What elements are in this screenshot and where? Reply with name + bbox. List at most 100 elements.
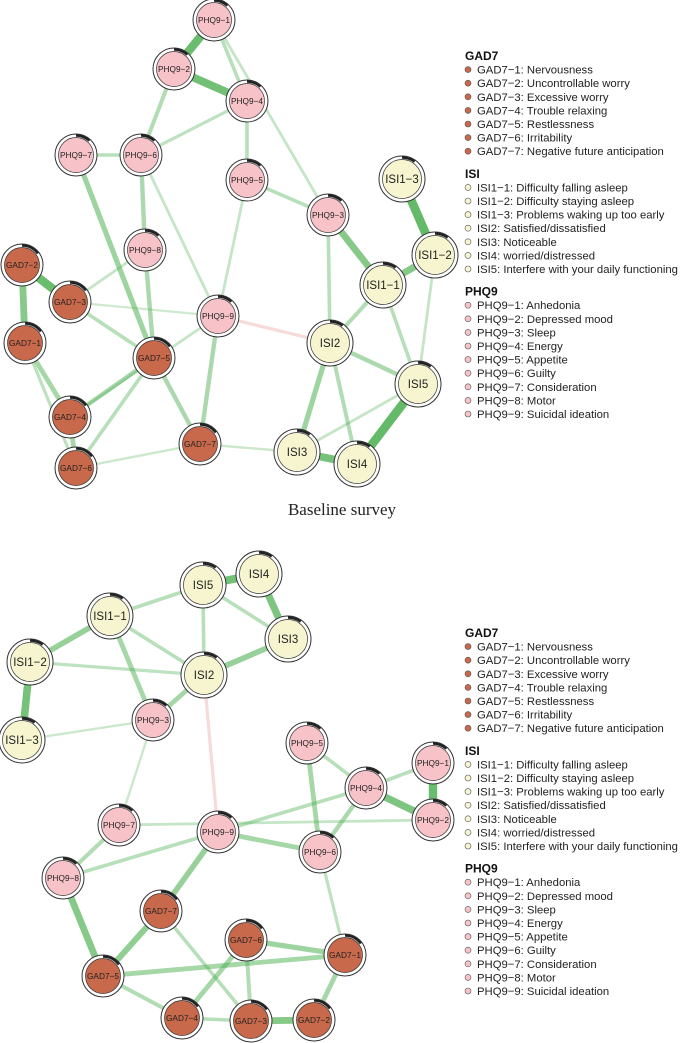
legend-swatch — [464, 946, 472, 954]
node-gad7-1[interactable]: GAD7−1 — [323, 933, 367, 977]
node-phq9-4[interactable]: PHQ9−4 — [225, 79, 269, 123]
node-isi2[interactable]: ISI2 — [180, 651, 228, 699]
node-ring-arc — [140, 134, 156, 142]
edge-isi1-2-isi2 — [28, 660, 206, 677]
node-isi1-1[interactable]: ISI1−1 — [359, 261, 407, 309]
legend-item: PHQ9−6: Guilty — [464, 368, 556, 380]
node-phq9-8[interactable]: PHQ9−8 — [123, 228, 167, 272]
node-isi2[interactable]: ISI2 — [306, 319, 354, 367]
node-phq9-1[interactable]: PHQ9−1 — [411, 741, 455, 785]
legend-swatch — [464, 933, 472, 940]
legend-item: PHQ9−4: Energy — [464, 341, 563, 353]
node-isi1-3[interactable]: ISI1−3 — [0, 716, 46, 764]
legend-item: ISI1−2: Difficulty staying asleep — [464, 196, 634, 208]
node-gad7-6[interactable]: GAD7−6 — [224, 918, 268, 962]
legend-item: GAD7−1: Nervousness — [464, 642, 593, 654]
node-fill — [4, 247, 40, 283]
node-label: GAD7−3 — [54, 297, 86, 307]
legend-swatch — [464, 383, 472, 391]
node-phq9-6[interactable]: PHQ9−6 — [119, 133, 163, 177]
legend-label: GAD7−4: Trouble relaxing — [477, 682, 607, 694]
legend-item: PHQ9−7: Consideration — [464, 382, 597, 394]
node-label: PHQ9−2 — [158, 64, 190, 74]
node-gad7-5[interactable]: GAD7−5 — [132, 336, 176, 380]
node-isi1-2[interactable]: ISI1−2 — [6, 638, 54, 686]
node-gad7-7[interactable]: GAD7−7 — [139, 889, 183, 933]
node-gad7-3[interactable]: GAD7−3 — [48, 280, 92, 324]
node-phq9-2[interactable]: PHQ9−2 — [411, 798, 455, 842]
node-ring-arc — [160, 890, 178, 901]
legend-swatch — [464, 107, 472, 114]
node-phq9-8[interactable]: PHQ9−8 — [41, 856, 85, 900]
node-isi1-3[interactable]: ISI1−3 — [378, 155, 426, 203]
node-phq9-9[interactable]: PHQ9−9 — [196, 294, 240, 338]
legend-item: GAD7−1: Nervousness — [464, 65, 593, 77]
node-phq9-3[interactable]: PHQ9−3 — [131, 698, 175, 742]
legend-heading-phq9: PHQ9 — [465, 285, 498, 299]
node-fill — [7, 325, 43, 361]
node-fill — [183, 565, 223, 605]
node-isi1-1[interactable]: ISI1−1 — [86, 592, 134, 640]
node-phq9-7[interactable]: PHQ9−7 — [97, 803, 141, 847]
node-ring-arc — [69, 281, 87, 292]
legend-swatch — [464, 711, 472, 718]
legend-swatch — [464, 329, 472, 336]
node-gad7-2[interactable]: GAD7−2 — [292, 998, 336, 1042]
legend-swatch — [464, 238, 472, 246]
node-isi1-2[interactable]: ISI1−2 — [411, 231, 459, 279]
node-isi5[interactable]: ISI5 — [179, 561, 227, 609]
legend-item: ISI2: Satisfied/dissatisfied — [464, 223, 606, 235]
legend-label: PHQ9−3: Sleep — [477, 327, 556, 339]
node-fill — [302, 834, 338, 870]
node-ring-arc — [365, 767, 381, 775]
node-phq9-6[interactable]: PHQ9−6 — [298, 830, 342, 874]
node-label: PHQ9−3 — [312, 210, 344, 220]
node-isi3[interactable]: ISI3 — [273, 428, 321, 476]
node-gad7-4[interactable]: GAD7−4 — [48, 395, 92, 439]
legend-swatch — [464, 906, 472, 913]
node-isi5[interactable]: ISI5 — [394, 360, 442, 408]
node-gad7-3[interactable]: GAD7−3 — [229, 999, 273, 1043]
node-gad7-2[interactable]: GAD7−2 — [0, 243, 44, 287]
legend-label: PHQ9−2: Depressed mood — [477, 891, 613, 903]
node-ring-arc — [417, 361, 432, 368]
node-gad7-7[interactable]: GAD7−7 — [178, 422, 222, 466]
node-isi3[interactable]: ISI3 — [264, 615, 312, 663]
node-phq9-5[interactable]: PHQ9−5 — [225, 158, 269, 202]
node-label: ISI2 — [320, 338, 340, 350]
edge-gad7-5-gad7-6 — [74, 356, 156, 470]
node-ring-arc — [69, 396, 87, 407]
node-gad7-6[interactable]: GAD7−6 — [54, 446, 98, 490]
legend-label: ISI4: worried/distressed — [477, 250, 595, 262]
node-ring-arc — [202, 562, 217, 569]
node-phq9-1[interactable]: PHQ9−1 — [192, 0, 236, 42]
node-label: GAD7−7 — [145, 906, 177, 916]
legend-label: PHQ9−9: Suicidal ideation — [477, 409, 609, 421]
node-phq9-2[interactable]: PHQ9−2 — [152, 47, 196, 91]
node-phq9-5[interactable]: PHQ9−5 — [285, 721, 329, 765]
node-phq9-9[interactable]: PHQ9−9 — [196, 810, 240, 854]
legend-swatch — [464, 656, 472, 664]
node-phq9-4[interactable]: PHQ9−4 — [344, 766, 388, 810]
node-isi4[interactable]: ISI4 — [333, 440, 381, 488]
node-phq9-7[interactable]: PHQ9−7 — [54, 133, 98, 177]
legend-swatch — [464, 224, 472, 232]
node-gad7-4[interactable]: GAD7−4 — [160, 996, 204, 1040]
legend-item: PHQ9−6: Guilty — [464, 945, 556, 957]
node-gad7-1[interactable]: GAD7−1 — [3, 321, 47, 365]
node-fill — [415, 802, 451, 838]
node-gad7-5[interactable]: GAD7−5 — [81, 954, 125, 998]
legend-swatch — [464, 79, 472, 87]
edge-isi2-phq9-9 — [202, 673, 220, 834]
node-phq9-3[interactable]: PHQ9−3 — [306, 193, 350, 237]
node-label: GAD7−3 — [235, 1016, 267, 1026]
node-ring-arc — [245, 919, 263, 930]
legend-label: PHQ9−1: Anhedonia — [477, 877, 581, 889]
node-isi4[interactable]: ISI4 — [235, 550, 283, 598]
legend-item: ISI4: worried/distressed — [464, 827, 595, 839]
legend-label: PHQ9−7: Consideration — [477, 382, 597, 394]
legend-label: ISI5: Interfere with your daily function… — [477, 841, 678, 853]
node-ring-arc — [203, 652, 218, 659]
legend-item: GAD7−7: Negative future anticipation — [464, 723, 664, 735]
legend-label: ISI1−3: Problems waking up too early — [477, 787, 665, 799]
